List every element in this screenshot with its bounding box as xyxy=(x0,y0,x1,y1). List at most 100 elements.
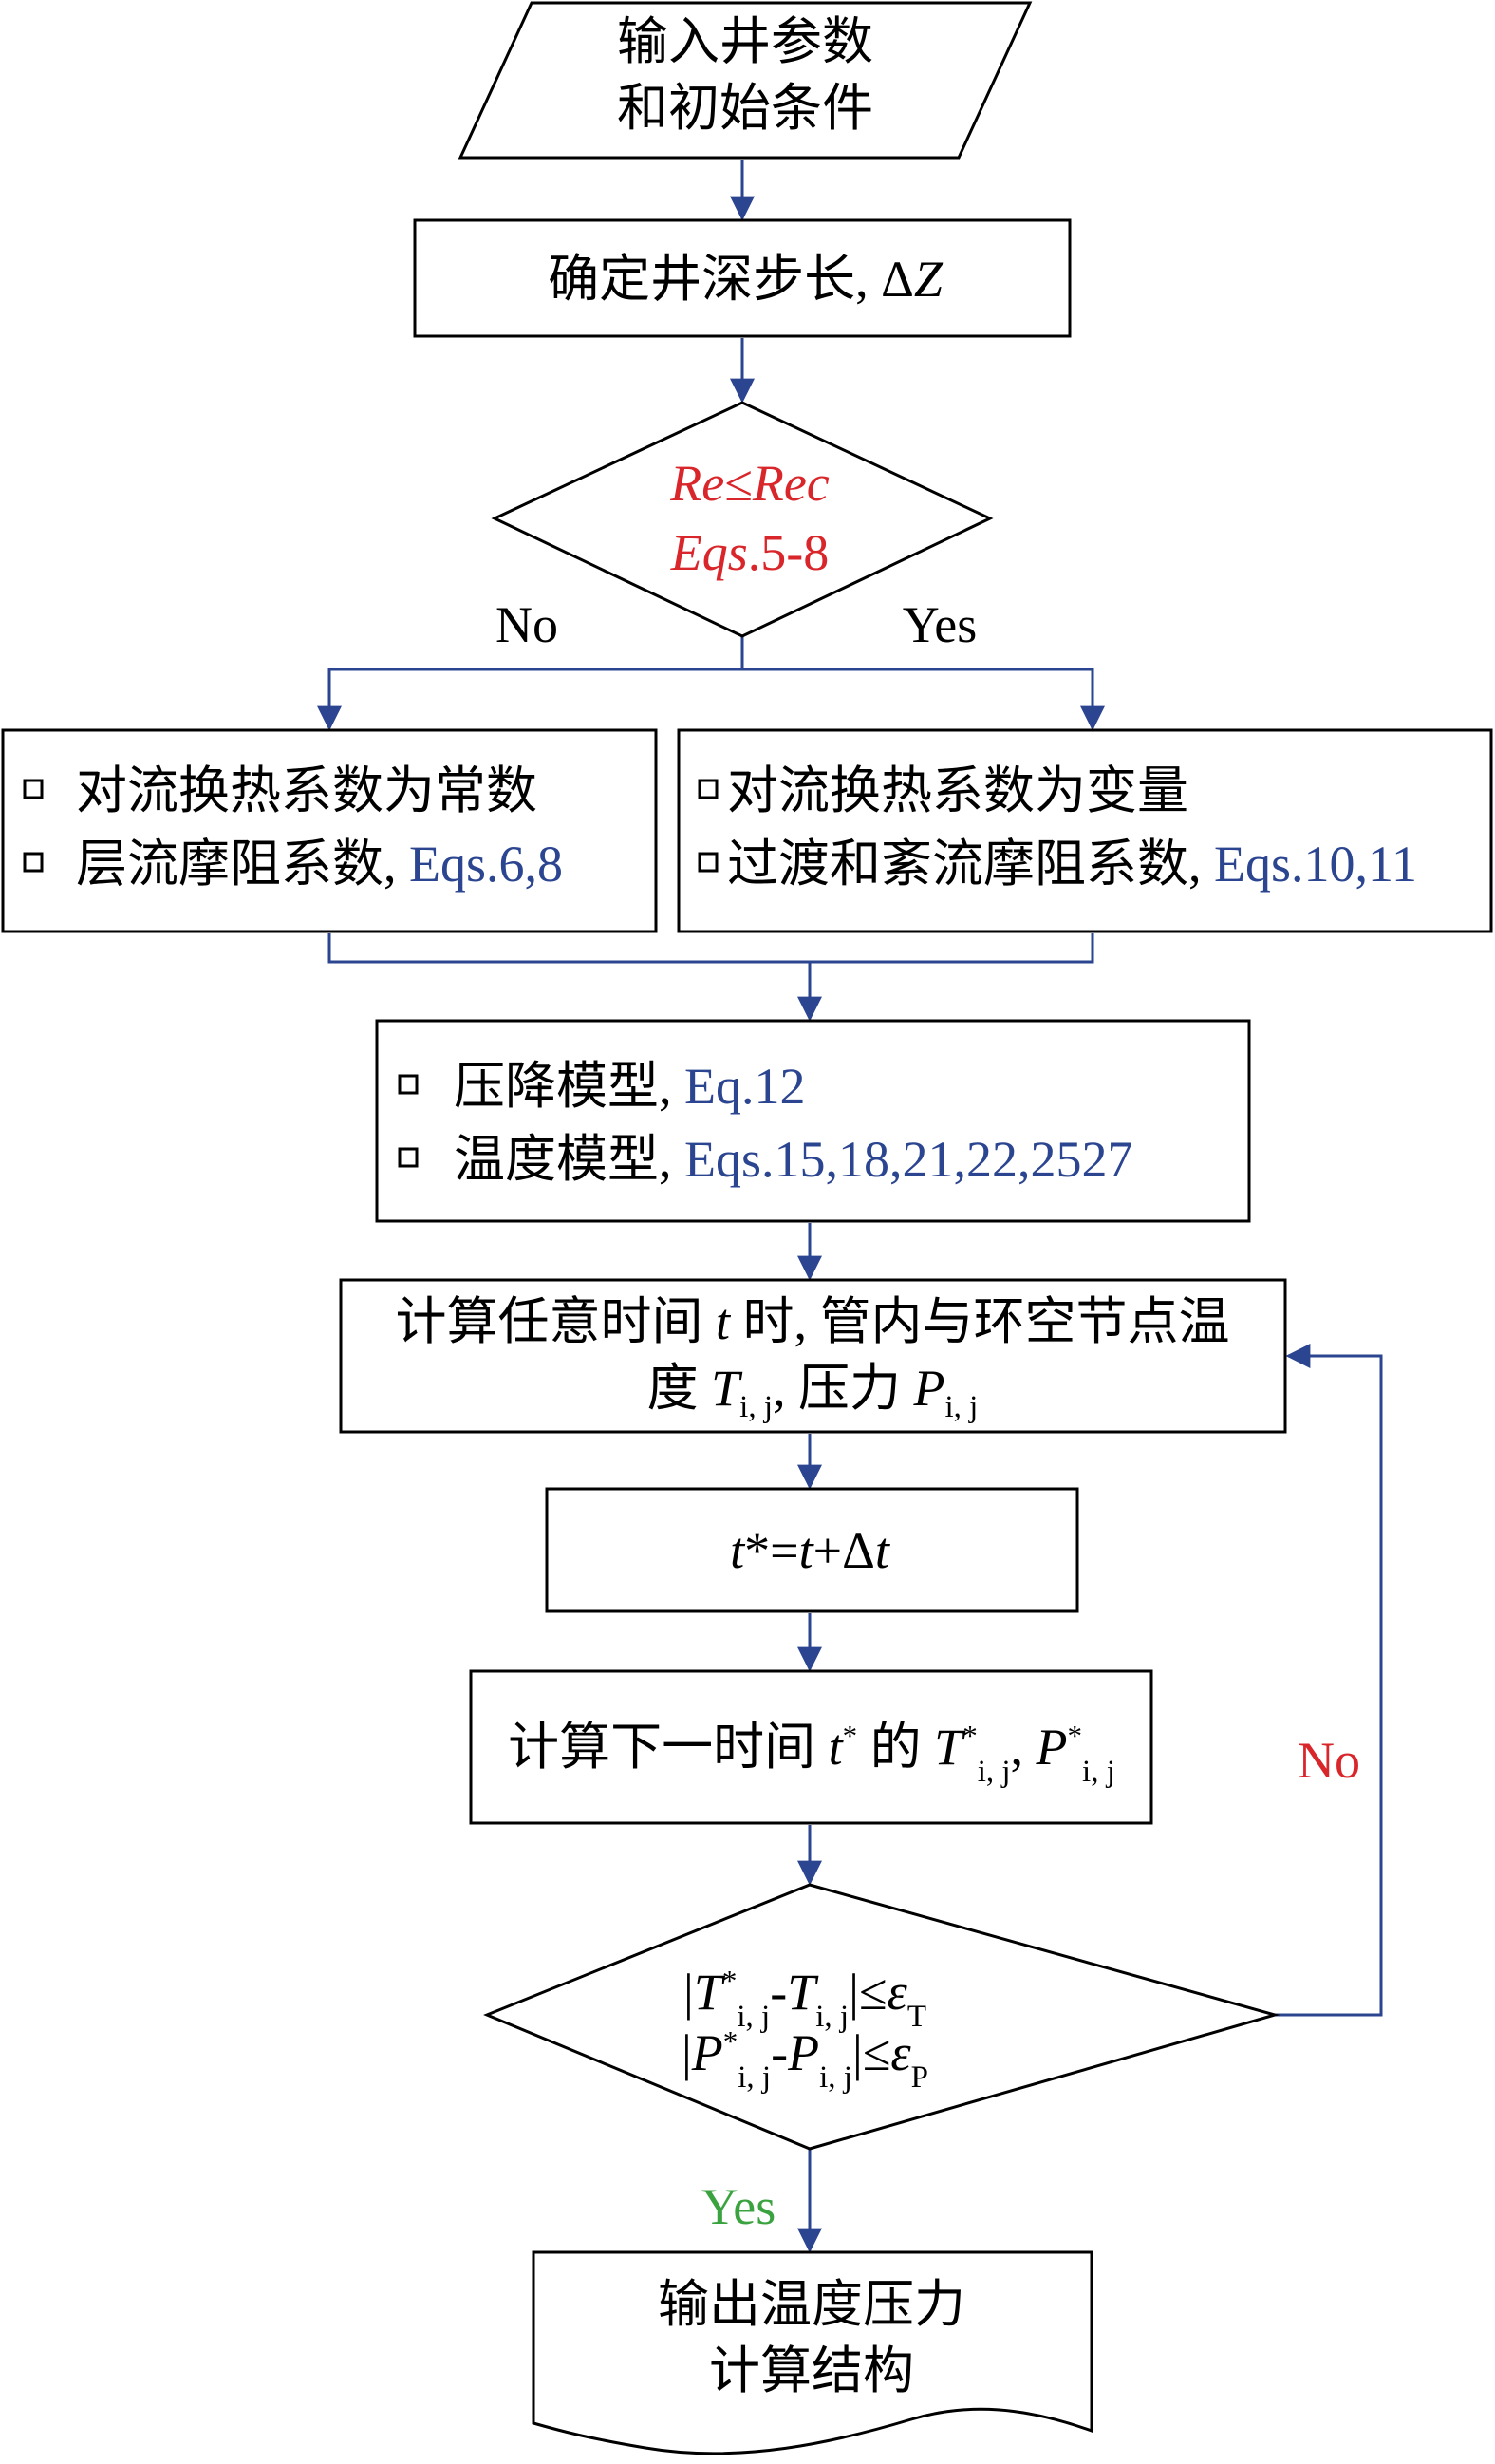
decision-reynolds-line1: Re≤Rec xyxy=(669,455,830,512)
turbulent-box xyxy=(677,728,1493,933)
compute-line1-b: 时, 管内与环空节点温 xyxy=(730,1293,1230,1350)
turbulent-line2: 过渡和紊流摩阻系数, Eqs.10,11 xyxy=(727,836,1417,893)
laminar-checkbox-1 xyxy=(23,779,44,799)
turbulent-line2-text: 过渡和紊流摩阻系数, xyxy=(727,836,1214,893)
timestep-formula: t*=t+Δt xyxy=(730,1522,891,1579)
conv-Tstar: T xyxy=(694,1964,726,2021)
next-text-a: 计算下一时间 xyxy=(508,1719,829,1776)
output-node: 输出温度压力 计算结构 xyxy=(532,2250,1093,2455)
compute-node: 计算任意时间 t 时, 管内与环空节点温 度 Ti, j, 压力 Pi, j xyxy=(339,1278,1287,1434)
laminar-line2: 层流摩阻系数, Eqs.6,8 xyxy=(76,836,563,893)
conv-eps-p-sub: P xyxy=(911,2060,928,2095)
conv-t-le: |≤ xyxy=(849,1964,887,2021)
conv-t-minus: - xyxy=(770,1964,787,2021)
conv-Tstar-sub: i, j xyxy=(737,2000,770,2034)
re-symbol: Re xyxy=(669,455,724,512)
conv-p-bar: | xyxy=(682,2024,692,2081)
step-size-delta: Δ xyxy=(881,251,914,308)
conv-p-minus: - xyxy=(771,2024,788,2081)
loop-no-line xyxy=(1275,1344,1383,2017)
timestep-node: t*=t+Δt xyxy=(545,1487,1079,1613)
compute-t: t xyxy=(716,1293,732,1350)
connectors xyxy=(317,160,1383,2253)
next-time-label: 计算下一时间 t* 的 T*i, j, P*i, j xyxy=(508,1719,1115,1789)
conv-P-sub: i, j xyxy=(819,2060,852,2095)
step-size-box xyxy=(413,218,1072,338)
conv-Pstar: P xyxy=(691,2024,723,2081)
compute-line2: 度 Ti, j, 压力 Pi, j xyxy=(647,1360,979,1424)
next-time-box xyxy=(469,1669,1153,1825)
laminar-box xyxy=(1,728,658,933)
temperature-model-text: 温度模型, xyxy=(454,1131,684,1188)
compute-line2-a: 度 xyxy=(647,1360,712,1417)
decision-convergence-diamond xyxy=(483,1883,1280,2151)
turbulent-line1: 对流换热系数为变量 xyxy=(727,762,1188,819)
turbulent-checkbox-1 xyxy=(698,779,719,799)
next-P: P xyxy=(1036,1719,1068,1776)
compute-T: T xyxy=(711,1360,743,1417)
next-T-sup: * xyxy=(962,1719,978,1752)
next-comma: , xyxy=(1011,1719,1037,1776)
next-text-b: 的 xyxy=(857,1719,934,1776)
next-P-sub: i, j xyxy=(1082,1755,1115,1789)
conv-eps-t: ε xyxy=(888,1964,908,2021)
branch-merge-line xyxy=(327,933,1094,964)
conv-eps-p: ε xyxy=(890,2024,911,2081)
step-size-text: 确定井深步长, xyxy=(548,251,881,308)
timestep-t: t xyxy=(799,1522,815,1579)
decision-convergence-node: |T*i, j-Ti, j|≤εT |P*i, j-Pi, j|≤εP xyxy=(483,1883,1280,2151)
compute-line1: 计算任意时间 t 时, 管内与环空节点温 xyxy=(395,1293,1229,1350)
models-box xyxy=(375,1019,1251,1223)
next-T-sub: i, j xyxy=(978,1755,1011,1789)
input-parallelogram xyxy=(458,1,1033,160)
compute-line1-a: 计算任意时间 xyxy=(395,1293,716,1350)
timestep-star-eq: *= xyxy=(744,1522,798,1579)
models-line2: 温度模型, Eqs.15,18,21,22,2527 xyxy=(454,1131,1133,1188)
label-no-left: No xyxy=(495,596,558,653)
step-size-node: 确定井深步长, ΔZ xyxy=(413,218,1072,338)
label-no-loop: No xyxy=(1298,1732,1360,1789)
turbulent-ref: Eqs.10,11 xyxy=(1214,836,1417,893)
next-t: t xyxy=(829,1719,845,1776)
models-checkbox-2 xyxy=(398,1147,419,1168)
timestep-box xyxy=(545,1487,1079,1613)
laminar-node: 对流换热系数为常数 层流摩阻系数, Eqs.6,8 xyxy=(1,728,658,933)
turbulent-checkbox-2 xyxy=(698,852,719,873)
conv-Tstar-sup: * xyxy=(722,1964,738,1997)
laminar-checkbox-2 xyxy=(23,852,44,873)
step-size-z: Z xyxy=(914,251,944,308)
decision-reynolds-node: Re≤Rec Eqs.5-8 xyxy=(491,401,994,638)
timestep-plus-delta: +Δ xyxy=(813,1522,875,1579)
eqs-numbers: .5-8 xyxy=(748,524,829,581)
laminar-line2-text: 层流摩阻系数, xyxy=(76,836,409,893)
timestep-t2: t xyxy=(875,1522,891,1579)
compute-P-sub: i, j xyxy=(945,1390,979,1424)
output-line2: 计算结构 xyxy=(709,2342,914,2399)
input-line2: 和初始条件 xyxy=(617,80,873,137)
compute-P: P xyxy=(913,1360,945,1417)
next-t-sup: * xyxy=(843,1719,858,1752)
next-time-node: 计算下一时间 t* 的 T*i, j, P*i, j xyxy=(469,1669,1153,1825)
next-P-sup: * xyxy=(1068,1719,1083,1752)
laminar-line1: 对流换热系数为常数 xyxy=(76,762,537,819)
step-size-label: 确定井深步长, ΔZ xyxy=(548,251,944,308)
output-line1: 输出温度压力 xyxy=(658,2276,965,2333)
conv-Pstar-sup: * xyxy=(723,2024,738,2058)
label-yes-right: Yes xyxy=(903,596,978,653)
models-checkbox-1 xyxy=(398,1074,419,1095)
branch-split-line xyxy=(327,668,1094,728)
input-node: 输入井参数 和初始条件 xyxy=(458,1,1033,160)
le-symbol: ≤ xyxy=(724,455,753,512)
conv-T-sub: i, j xyxy=(815,2000,849,2034)
compute-T-sub: i, j xyxy=(739,1390,773,1424)
temperature-model-ref: Eqs.15,18,21,22,2527 xyxy=(684,1131,1133,1188)
timestep-tstar: t xyxy=(730,1522,746,1579)
label-yes-bottom: Yes xyxy=(701,2178,776,2235)
conv-t-bar: | xyxy=(683,1964,694,2021)
conv-p-le: |≤ xyxy=(852,2024,890,2081)
pressure-model-ref: Eq.12 xyxy=(684,1058,806,1115)
decision-reynolds-diamond xyxy=(491,401,994,638)
eqs-italic: Eqs xyxy=(670,524,748,581)
convergence-temp-line: |T*i, j-Ti, j|≤εT xyxy=(683,1964,926,2034)
